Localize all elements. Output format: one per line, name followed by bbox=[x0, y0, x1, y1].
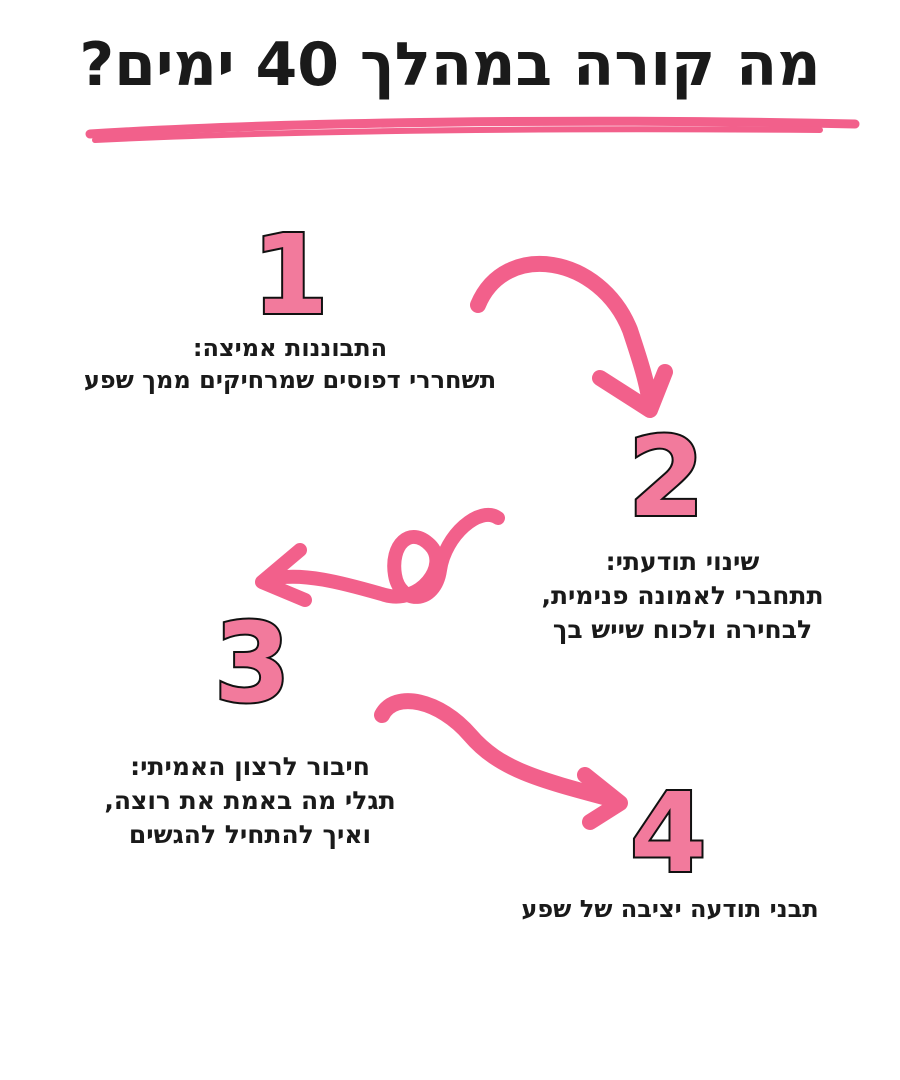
step-1-heading: התבוננות אמיצה: bbox=[192, 334, 388, 362]
title-underline bbox=[85, 116, 860, 143]
page-title: מה קורה במהלך 40 ימים? bbox=[79, 30, 821, 100]
step-2-number: 2 bbox=[626, 413, 707, 541]
step-2-heading: שינוי תודעתי: bbox=[605, 547, 760, 576]
step-3-text: חיבור לרצון האמיתי: תגלי מה באמת את רוצה… bbox=[70, 750, 430, 852]
step-4-line-1: תבני תודעה יציבה של שפע bbox=[521, 895, 819, 923]
step-2-line-2: לבחירה ולכוח שייש בך bbox=[552, 615, 813, 644]
arrow-3-to-4-icon bbox=[374, 693, 628, 830]
step-1-text: התבוננות אמיצה: תשחררי דפוסים שמרחיקים מ… bbox=[40, 332, 540, 396]
step-1-line-1: תשחררי דפוסים שמרחיקים ממך שפע bbox=[83, 366, 497, 394]
step-1-number: 1 bbox=[250, 211, 331, 339]
step-3-line-1: תגלי מה באמת את רוצה, bbox=[104, 786, 396, 815]
step-2-line-1: תתחברי לאמונה פנימית, bbox=[541, 581, 824, 610]
arrow-2-to-3-icon bbox=[255, 507, 505, 607]
step-2-text: שינוי תודעתי: תתחברי לאמונה פנימית, לבחי… bbox=[505, 545, 860, 647]
step-4-text: תבני תודעה יציבה של שפע bbox=[480, 893, 860, 925]
step-3-number: 3 bbox=[212, 599, 293, 727]
arrow-1-to-2-icon bbox=[470, 255, 673, 418]
step-3-line-2: ואיך להתחיל להגשים bbox=[128, 820, 372, 849]
step-3-heading: חיבור לרצון האמיתי: bbox=[130, 752, 370, 781]
step-4-number: 4 bbox=[628, 769, 709, 897]
